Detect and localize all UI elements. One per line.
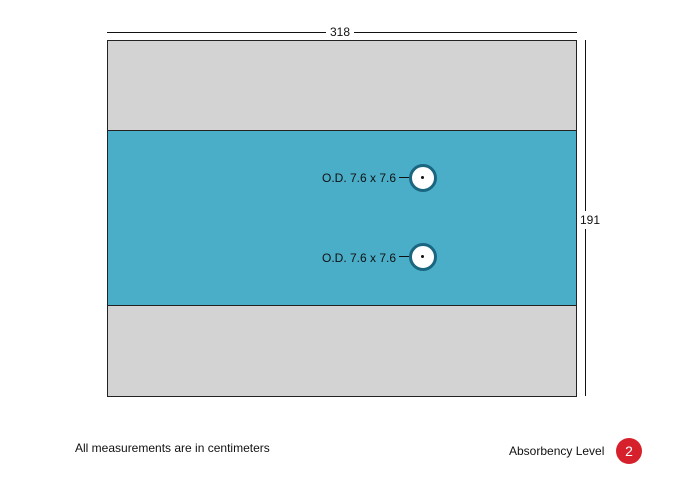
port-1-center-dot	[421, 176, 424, 179]
port-2-label: O.D. 7.6 x 7.6	[322, 251, 397, 265]
height-dimension-label: 191	[578, 211, 603, 229]
absorbent-band	[108, 130, 576, 306]
product-outline	[107, 40, 577, 397]
port-1-label: O.D. 7.6 x 7.6	[322, 171, 397, 185]
width-dimension-label: 318	[326, 25, 355, 39]
port-2-center-dot	[421, 255, 424, 258]
port-2	[409, 243, 437, 271]
measurement-note: All measurements are in centimeters	[75, 441, 270, 455]
absorbency-level-badge: 2	[616, 438, 642, 464]
port-1	[409, 164, 437, 192]
absorbency-level-label: Absorbency Level	[509, 444, 605, 458]
